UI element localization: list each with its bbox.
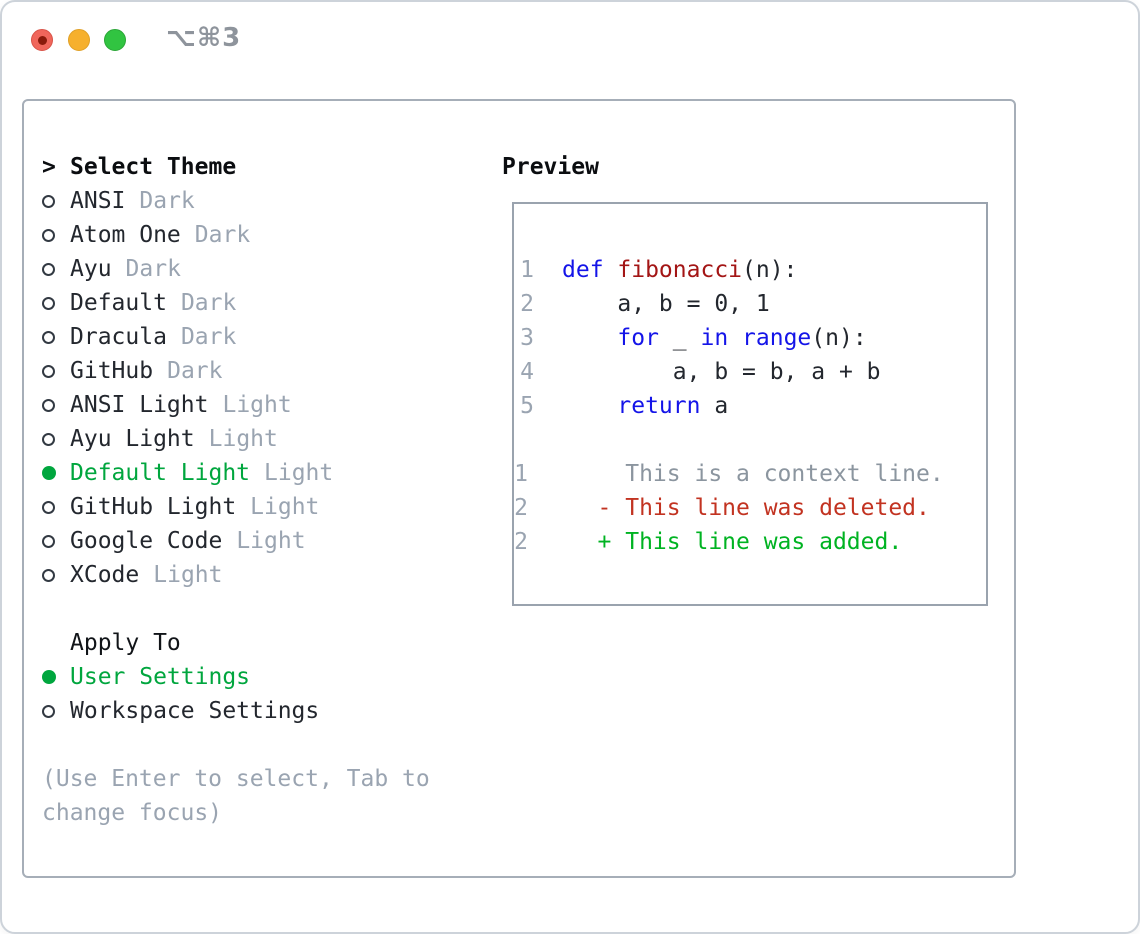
window-title: ⌥⌘3 <box>166 23 242 53</box>
code-line: 5 return a <box>520 389 986 423</box>
line-number: 1 <box>520 257 534 283</box>
line-number: 4 <box>520 359 534 385</box>
line-number: 3 <box>520 325 534 351</box>
radio-icon <box>42 263 70 276</box>
diff-line-deleted: 2 - This line was deleted. <box>514 491 986 525</box>
code-text: def fibonacci(n): <box>562 257 798 283</box>
close-button[interactable] <box>31 29 53 51</box>
code-line: 2 a, b = 0, 1 <box>520 287 986 321</box>
diff-sample: 1 This is a context line. 2 - This line … <box>514 457 986 559</box>
radio-icon <box>42 331 70 344</box>
apply-to-heading: Apply To <box>70 630 181 656</box>
code-text: return a <box>617 393 729 419</box>
radio-icon <box>42 501 70 514</box>
radio-icon <box>42 670 70 684</box>
diff-line-context: 1 This is a context line. <box>514 457 986 491</box>
radio-icon <box>42 466 70 480</box>
radio-icon <box>42 297 70 310</box>
radio-icon <box>42 433 70 446</box>
radio-icon <box>42 399 70 412</box>
code-text: a, b = 0, 1 <box>562 291 770 317</box>
apply-to-heading-row: Apply To <box>42 626 442 660</box>
apply-to-section: Apply To User Settings Workspace Setting… <box>42 626 442 728</box>
code-line: 3 for _ in range(n): <box>520 321 986 355</box>
code-text: for _ in range(n): <box>617 325 867 351</box>
line-number: 1 <box>514 461 528 487</box>
prompt-icon: > <box>42 154 56 180</box>
apply-option-user-settings[interactable]: User Settings <box>42 660 442 694</box>
line-number: 2 <box>514 529 528 555</box>
radio-icon <box>42 705 70 718</box>
code-text: a, b = b, a + b <box>562 359 881 385</box>
select-theme-heading: Select Theme <box>70 154 237 180</box>
radio-icon <box>42 365 70 378</box>
diff-text: This is a context line. <box>556 461 944 487</box>
line-number: 5 <box>520 393 534 419</box>
diff-line-added: 2 + This line was added. <box>514 525 986 559</box>
radio-icon <box>42 535 70 548</box>
preview-box: 1 def fibonacci(n): 2 a, b = 0, 1 3 for _… <box>512 202 988 606</box>
line-number: 2 <box>520 291 534 317</box>
radio-icon <box>42 569 70 582</box>
code-line: 1 def fibonacci(n): <box>520 253 986 287</box>
maximize-button[interactable] <box>104 29 126 51</box>
radio-icon <box>42 229 70 242</box>
apply-option-workspace-settings[interactable]: Workspace Settings <box>42 694 442 728</box>
diff-text: - This line was deleted. <box>556 495 930 521</box>
radio-icon <box>42 195 70 208</box>
line-number: 2 <box>514 495 528 521</box>
minimize-button[interactable] <box>68 29 90 51</box>
help-text: (Use Enter to select, Tab to change focu… <box>42 766 430 826</box>
code-line: 4 a, b = b, a + b <box>520 355 986 389</box>
select-theme-heading-row: > Select Theme <box>42 150 442 184</box>
diff-text: + This line was added. <box>556 529 903 555</box>
preview-heading: Preview <box>502 154 599 180</box>
code-sample: 1 def fibonacci(n): 2 a, b = 0, 1 3 for _… <box>514 253 986 423</box>
close-dot-icon <box>38 36 47 45</box>
